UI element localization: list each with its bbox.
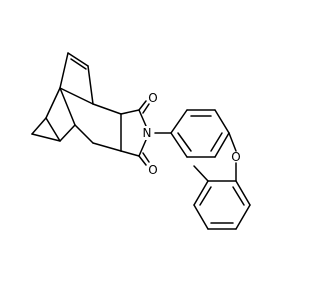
nitrogen-label-background	[141, 126, 153, 140]
bond-c-upper-carbonyl	[120, 109, 140, 115]
atom-labels: N O O O	[141, 91, 241, 177]
imide-ring	[92, 100, 150, 166]
oxygen-ether-label: O	[231, 150, 240, 164]
bond-bridgehead-upper	[59, 87, 94, 105]
bond-ar1-inner-2	[210, 132, 223, 152]
bond-cyclopropane-3	[45, 117, 61, 142]
bond-cyclopropane-2	[31, 117, 47, 135]
nitrogen-atom: N	[141, 126, 153, 140]
bond-ar1-1	[170, 109, 188, 134]
bond-alkene	[67, 52, 89, 67]
bond-lower-c-o-a	[138, 155, 147, 166]
oxygen-bottom-label: O	[148, 163, 157, 177]
bond-ar1-6	[170, 132, 188, 158]
bond-lower-c-o-b	[142, 152, 150, 163]
oxygen-bottom-atom: O	[148, 163, 157, 177]
bond-cyclopropane-to-cage	[45, 87, 61, 119]
bond-upper-carbonyl-to-n	[138, 109, 147, 127]
oxygen-top-atom: O	[148, 91, 157, 105]
bond-ring-fusion-bottom	[92, 142, 122, 152]
bond-cyclopropane-1	[31, 133, 61, 142]
oxygen-ether-atom: O	[231, 150, 240, 164]
bond-ar2-inner-1	[199, 186, 212, 206]
bond-cage-lower-2	[74, 124, 94, 144]
bond-ar2-inner-3	[232, 186, 245, 206]
bond-ar1-3	[214, 109, 230, 134]
bicyclic-cage	[31, 52, 94, 144]
tolyl-ring	[193, 165, 251, 230]
bond-ar2-2	[193, 180, 209, 206]
bond-ar2-6	[235, 180, 251, 206]
bond-bridgehead-lower	[59, 87, 76, 126]
bond-upper-c-o-b	[142, 103, 150, 114]
nitrogen-label: N	[143, 126, 152, 140]
bond-alkene-second-line	[70, 58, 87, 70]
bond-ar1-inner-3	[177, 132, 192, 152]
molecule-structure-diagram: N O O O	[31, 52, 251, 230]
bond-upper-c-o-a	[138, 100, 147, 111]
bond-ar2-5	[235, 204, 251, 230]
bond-bridge-right	[87, 65, 94, 105]
oxygen-top-label: O	[148, 91, 157, 105]
bond-ar1-to-o	[228, 132, 237, 152]
bond-ar1-4	[214, 132, 230, 158]
bond-ring-fusion-top	[92, 103, 122, 115]
bond-bridge-left	[59, 52, 69, 89]
bond-lower-carbonyl-to-n	[138, 139, 147, 157]
bond-cage-lower-1	[59, 124, 76, 142]
bond-methyl	[193, 165, 209, 182]
phenylene-ring	[154, 109, 230, 158]
ether-linkage	[228, 132, 237, 182]
bond-ar2-3	[193, 204, 209, 230]
bond-c-lower-carbonyl	[120, 150, 140, 157]
